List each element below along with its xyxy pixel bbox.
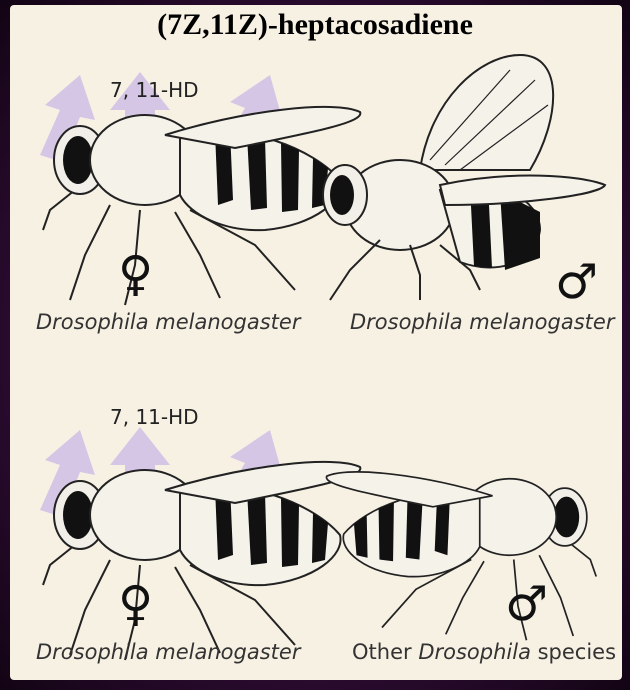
pheromone-label-bottom: 7, 11-HD [110, 405, 199, 429]
female-symbol-top: ♀ [118, 250, 153, 298]
male-symbol-bottom: ♂ [505, 580, 548, 628]
male-symbol-top: ♂ [555, 258, 598, 306]
caption-top-right: Drosophila melanogaster [350, 310, 614, 334]
caption-bottom-right: Other Drosophila species [352, 640, 616, 664]
male-fly-other-species [326, 472, 596, 640]
female-symbol-bottom: ♀ [118, 580, 153, 628]
female-fly-top [43, 107, 360, 305]
female-fly-bottom [43, 462, 360, 660]
caption-bottom-left: Drosophila melanogaster [36, 640, 300, 664]
pheromone-label-top: 7, 11-HD [110, 78, 199, 102]
caption-top-left: Drosophila melanogaster [36, 310, 300, 334]
